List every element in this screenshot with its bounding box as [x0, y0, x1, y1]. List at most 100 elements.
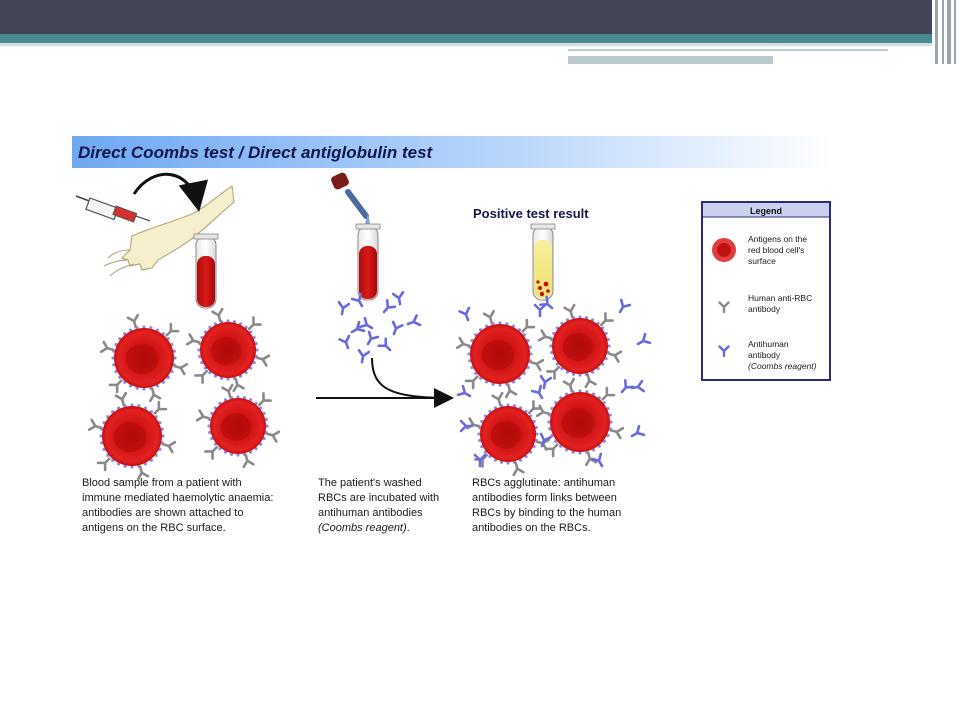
- caption-2-italic: (Coombs reagent): [318, 522, 407, 534]
- free-antihuman-antibodies: [337, 290, 422, 364]
- caption-1-line-4: antigens on the RBC surface.: [82, 522, 226, 534]
- antigen-cell-icon: [712, 238, 736, 262]
- rbc-cell: [455, 309, 545, 399]
- human-antibody: [255, 354, 271, 367]
- antihuman-antibody-link: [590, 452, 604, 468]
- coombs-test-diagram: Direct Coombs test / Direct antiglobulin…: [72, 136, 832, 534]
- legend-item-3-line-1: Antihuman: [748, 339, 789, 349]
- agglutinated-tube-icon: [530, 223, 556, 301]
- human-antibody: [601, 386, 616, 401]
- rbc-cell: [185, 307, 271, 393]
- human-antibody: [185, 333, 201, 346]
- slide-header-stripe: [0, 34, 932, 43]
- human-antibody: [563, 303, 576, 319]
- human-antibody: [173, 362, 189, 376]
- red-blood-cells: [87, 303, 625, 481]
- human-antibody: [257, 392, 272, 407]
- caption-3-line-3: RBCs by binding to the human: [472, 507, 621, 519]
- corner-decoration: [932, 0, 960, 64]
- human-antibody: [491, 391, 504, 407]
- human-antibody: [195, 409, 211, 422]
- antihuman-antibody: [358, 316, 374, 330]
- caption-1-line-1: Blood sample from a patient with: [82, 477, 242, 489]
- antihuman-antibody: [337, 300, 351, 316]
- human-antibody: [232, 377, 245, 393]
- caption-3-line-4: antibodies on the RBCs.: [472, 522, 591, 534]
- accent-line: [568, 49, 888, 51]
- antihuman-antibody-link: [618, 298, 632, 314]
- human-antibody: [455, 336, 471, 350]
- antihuman-antibody: [350, 292, 364, 308]
- caption-1-line-2: immune mediated haemolytic anaemia:: [82, 492, 273, 504]
- human-antibody: [521, 318, 536, 333]
- human-antibody: [535, 404, 551, 418]
- human-antibody: [114, 391, 128, 407]
- figure-title: Direct Coombs test / Direct antiglobulin…: [78, 143, 434, 162]
- human-antibody: [87, 418, 103, 432]
- caption-step-2: The patient's washed RBCs are incubated …: [318, 477, 439, 534]
- antihuman-antibody-link: [458, 306, 471, 322]
- rbc-cell: [99, 313, 189, 403]
- human-antibody: [99, 340, 115, 354]
- caption-step-1: Blood sample from a patient with immune …: [82, 477, 273, 534]
- human-antibody: [599, 312, 614, 327]
- antihuman-antibody-link: [459, 419, 474, 433]
- antihuman-antibody: [350, 320, 366, 334]
- human-antibody: [126, 313, 140, 329]
- antihuman-antibody-link: [636, 332, 652, 346]
- caption-2-tail: .: [407, 522, 410, 534]
- legend-item-2-line-1: Human anti-RBC: [748, 293, 812, 303]
- slide-header-bar: [0, 0, 932, 34]
- human-antibody: [204, 445, 219, 460]
- human-antibody: [529, 358, 545, 372]
- human-antibody: [161, 440, 177, 454]
- human-antibody: [247, 316, 262, 331]
- human-antibody: [265, 430, 281, 443]
- legend-item-3-line-2: antibody: [748, 350, 781, 360]
- caption-2-line-2: RBCs are incubated with: [318, 492, 439, 504]
- caption-2-line-3: antihuman antibodies: [318, 507, 423, 519]
- antihuman-antibody-link: [530, 384, 544, 400]
- antihuman-antibody-link: [539, 295, 554, 310]
- antihuman-antibody-link: [620, 379, 635, 394]
- human-antibody: [546, 365, 561, 380]
- antihuman-antibody: [377, 337, 392, 352]
- antihuman-antibody-link: [473, 453, 487, 468]
- antihuman-antibody-link: [533, 303, 547, 318]
- antihuman-antibody-link: [630, 424, 646, 438]
- antihuman-antibody: [357, 348, 371, 364]
- syringe-icon: [75, 195, 151, 223]
- accent-line: [568, 56, 773, 64]
- legend-item-1-line-1: Antigens on the: [748, 234, 807, 244]
- rbc-cell: [465, 391, 551, 477]
- legend-item-1-line-2: red blood cell's: [748, 245, 804, 255]
- human-antibody: [504, 383, 518, 399]
- human-antibody: [194, 369, 209, 384]
- legend-item-3-line-3: (Coombs reagent): [748, 361, 817, 371]
- human-antibody: [221, 383, 234, 399]
- incubation-tube-icon: [355, 223, 381, 301]
- caption-3-line-1: RBCs agglutinate: antihuman: [472, 477, 615, 489]
- result-label: Positive test result: [473, 206, 589, 221]
- rbc-cell: [195, 383, 281, 469]
- antihuman-antibody: [391, 290, 405, 306]
- legend-item-1-line-3: surface: [748, 256, 776, 266]
- human-antibody: [165, 322, 180, 337]
- caption-1-line-3: antibodies are shown attached to: [82, 507, 243, 519]
- human-antibody: [148, 387, 162, 403]
- human-antibody: [512, 461, 525, 477]
- human-antibody: [607, 350, 623, 363]
- antihuman-antibody: [338, 334, 351, 350]
- caption-step-3: RBCs agglutinate: antihuman antibodies f…: [472, 477, 621, 534]
- human-antibody: [527, 400, 542, 415]
- antihuman-antibody-link: [539, 432, 552, 448]
- human-antibody: [108, 379, 123, 394]
- antihuman-antibody: [406, 314, 422, 327]
- antihuman-antibody: [391, 320, 404, 336]
- antihuman-antibody-link: [456, 384, 472, 398]
- human-antibody: [562, 377, 576, 393]
- legend: Legend Antigens on the red blood cell's …: [701, 201, 831, 381]
- antihuman-antibody: [366, 330, 380, 346]
- caption-3-line-2: antibodies form links between: [472, 492, 617, 504]
- blood-tube-icon: [193, 233, 219, 309]
